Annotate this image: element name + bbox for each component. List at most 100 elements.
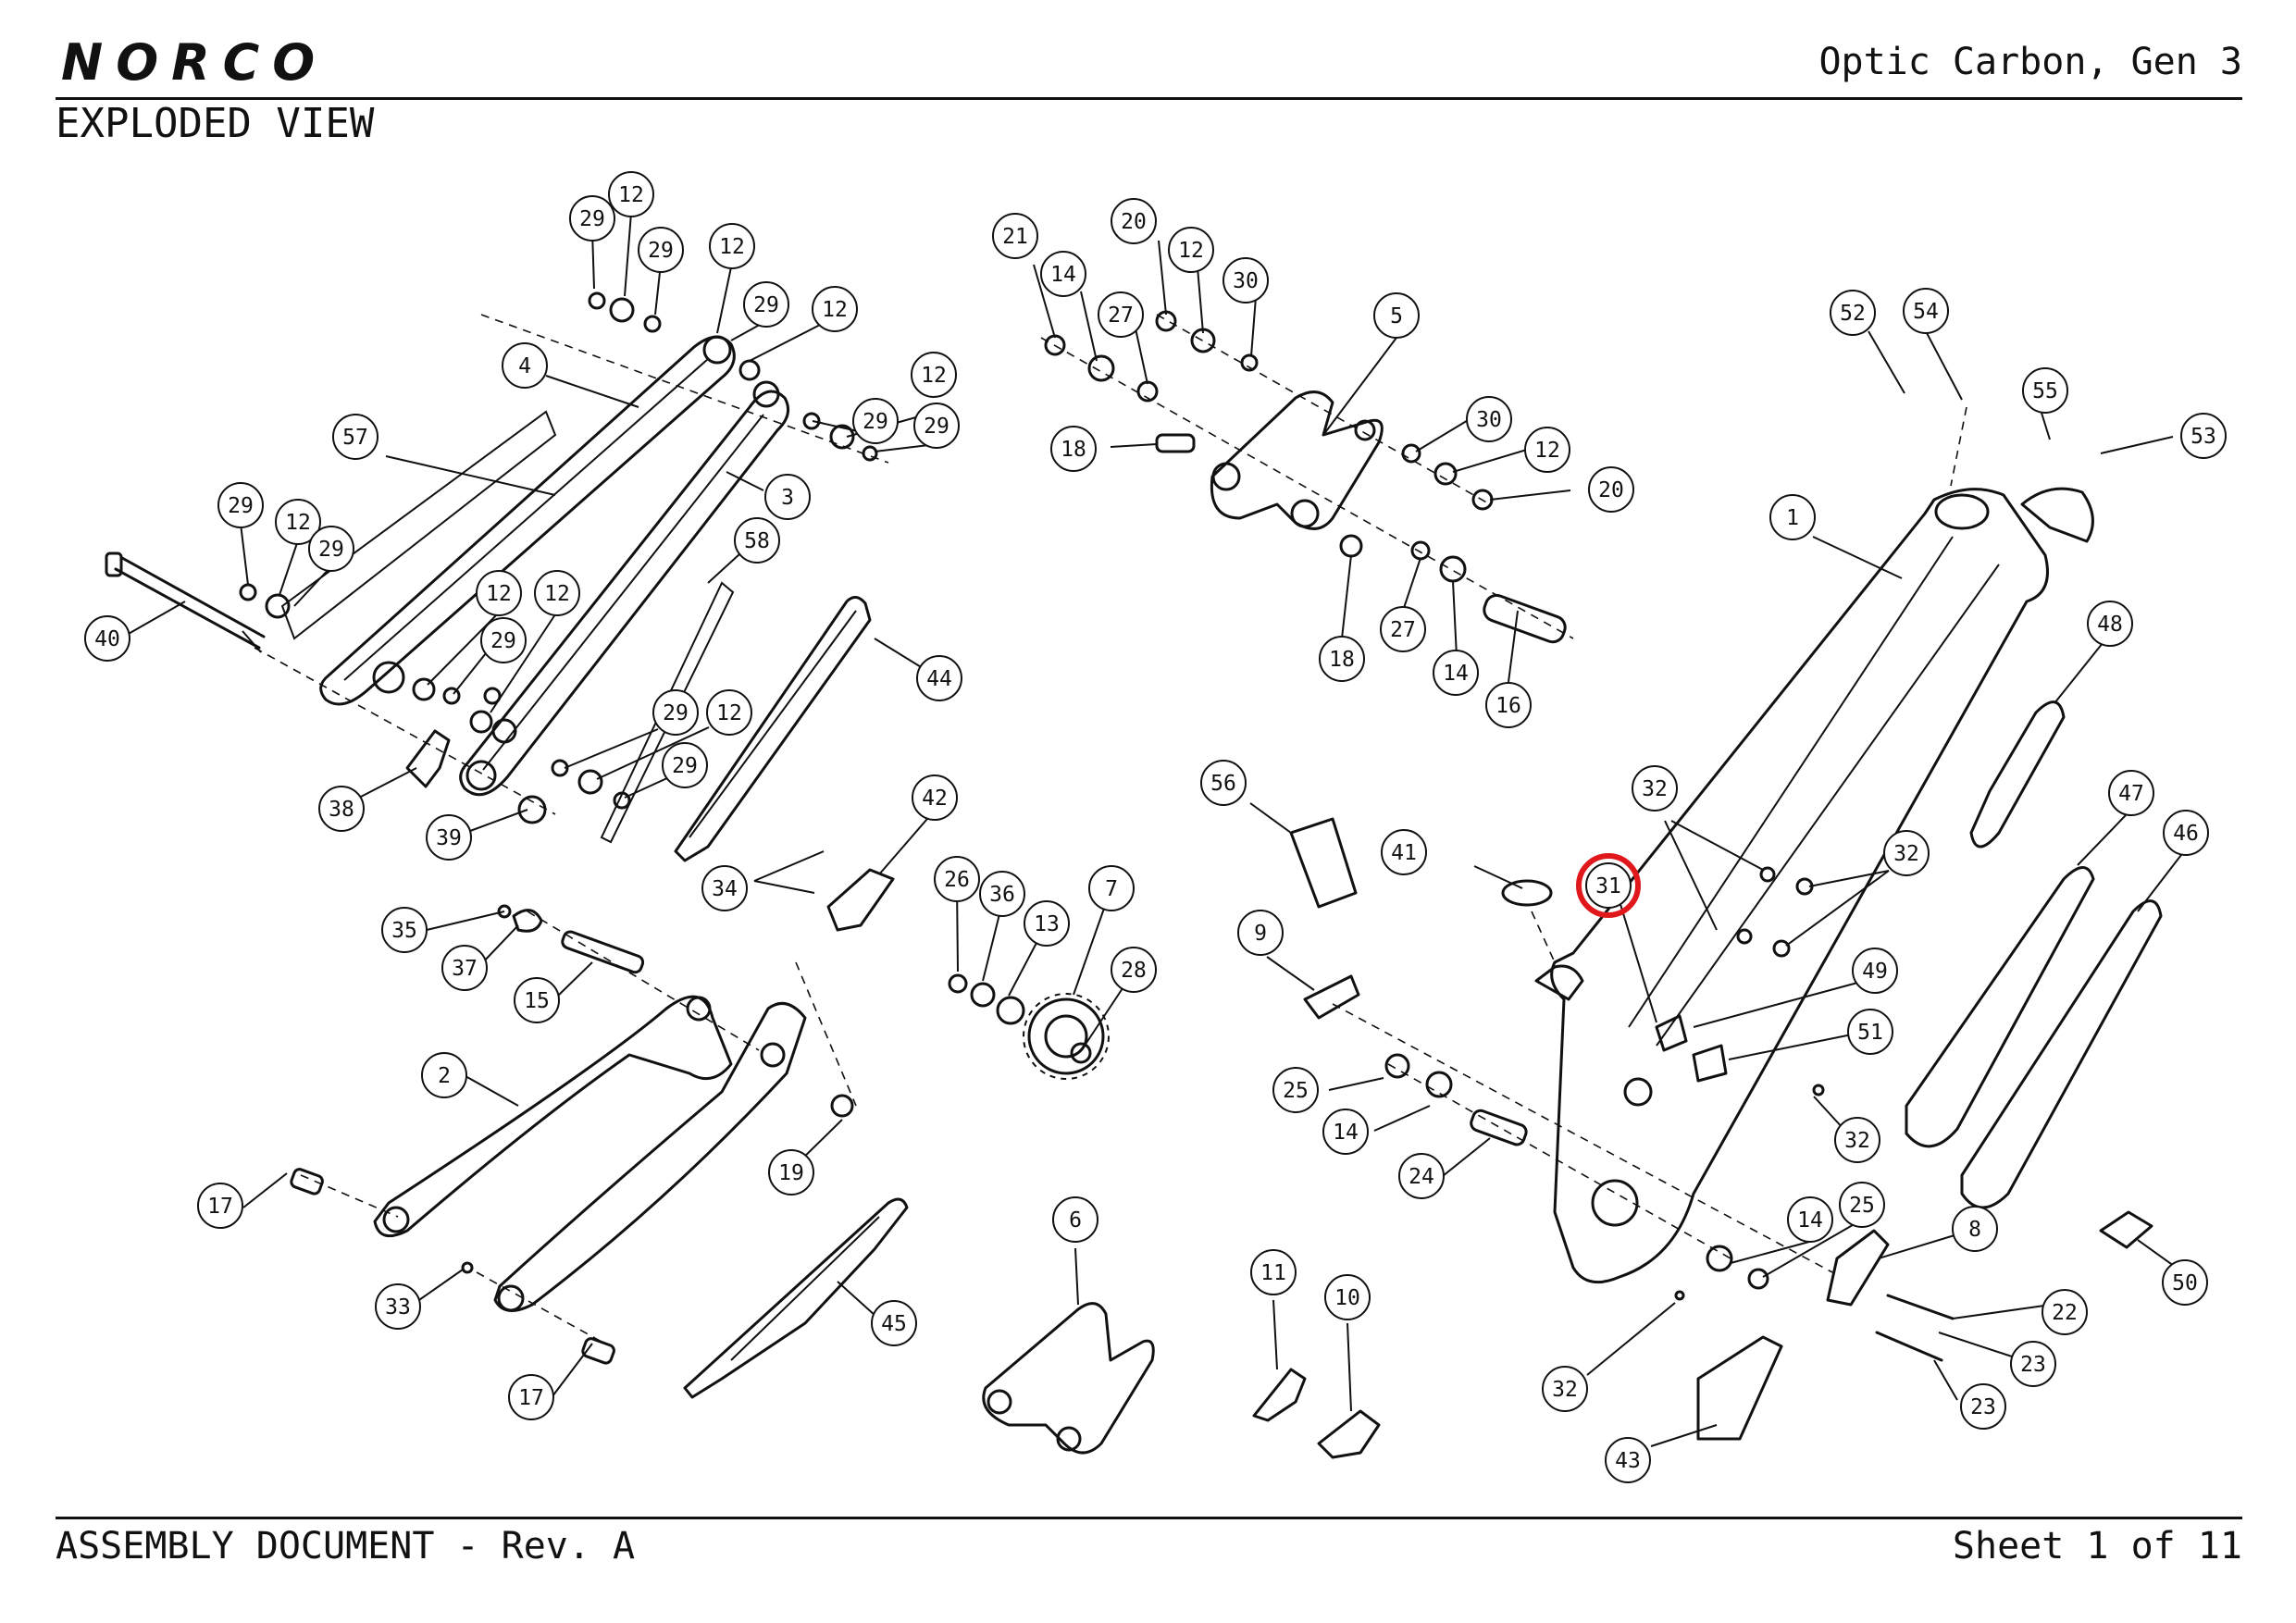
callout-number: 29 — [663, 701, 689, 725]
callout-5: 5 — [1373, 292, 1420, 339]
callout-26: 26 — [934, 856, 980, 902]
callout-circle — [709, 223, 755, 269]
callout-number: 10 — [1334, 1286, 1360, 1310]
callout-36: 36 — [979, 871, 1025, 917]
callout-circle — [1787, 1196, 1833, 1243]
callout-circle — [1952, 1206, 1998, 1252]
callout-circle — [1222, 257, 1269, 304]
callout-33: 33 — [375, 1283, 421, 1330]
callout-circle — [1373, 292, 1420, 339]
callout-number: 36 — [989, 883, 1015, 907]
callout-circle — [1960, 1383, 2006, 1430]
callout-56: 56 — [1200, 760, 1247, 806]
callout-30: 30 — [1466, 396, 1512, 442]
callout-number: 47 — [2118, 782, 2144, 806]
callout-circle — [1485, 682, 1532, 728]
callout-number: 30 — [1476, 408, 1502, 432]
callout-number: 18 — [1061, 438, 1086, 462]
callout-number: 53 — [2191, 425, 2216, 449]
callout-circle — [1769, 494, 1816, 540]
callout-number: 29 — [863, 410, 888, 434]
callout-number: 25 — [1849, 1194, 1875, 1218]
logo-wordmark: NORCO — [61, 37, 328, 85]
callout-number: 12 — [1534, 439, 1560, 463]
callout-circle — [871, 1300, 917, 1346]
callout-number: 55 — [2032, 379, 2058, 403]
callout-16: 16 — [1485, 682, 1532, 728]
callout-12: 12 — [709, 223, 755, 269]
callout-circle — [1319, 636, 1365, 682]
callout-number: 6 — [1069, 1208, 1082, 1233]
callout-29: 29 — [662, 742, 708, 788]
callout-27: 27 — [1098, 291, 1144, 338]
callout-circle — [1088, 865, 1135, 911]
callout-number: 52 — [1840, 302, 1866, 326]
callout-12: 12 — [812, 286, 858, 332]
highlight-ring-31 — [1576, 853, 1641, 918]
callout-8: 8 — [1952, 1206, 1998, 1252]
callout-18: 18 — [1050, 426, 1097, 472]
frame-sticker-57 — [280, 410, 557, 640]
callout-number: 14 — [1797, 1208, 1823, 1233]
callout-circle — [514, 977, 560, 1023]
callout-23: 23 — [2010, 1341, 2056, 1387]
callout-21: 21 — [992, 213, 1038, 259]
callout-number: 29 — [924, 415, 949, 439]
callout-number: 12 — [719, 235, 745, 259]
callout-48: 48 — [2087, 601, 2133, 647]
callout-12: 12 — [1168, 227, 1214, 273]
leader-lines — [126, 212, 2185, 1447]
callout-circle — [1250, 1249, 1297, 1295]
callout-number: 44 — [926, 667, 952, 691]
callout-44: 44 — [916, 655, 962, 701]
callout-circle — [1903, 288, 1949, 334]
callout-circle — [1168, 227, 1214, 273]
callout-circle — [1322, 1109, 1369, 1155]
callout-circle — [652, 689, 699, 736]
callout-number: 32 — [1552, 1378, 1578, 1402]
callout-number: 49 — [1862, 960, 1888, 984]
callout-18: 18 — [1319, 636, 1365, 682]
callout-circle — [1380, 606, 1426, 652]
seat-stay-left-drawing — [319, 335, 761, 706]
callout-circle — [608, 171, 654, 217]
callout-circle — [1847, 1009, 1893, 1055]
footer-divider — [56, 1517, 2242, 1519]
callout-number: 1 — [1786, 506, 1799, 530]
callout-number: 56 — [1210, 772, 1236, 796]
callout-19: 19 — [768, 1149, 814, 1196]
callout-17: 17 — [508, 1374, 554, 1420]
callout-29: 29 — [569, 195, 615, 242]
callout-circle — [2180, 413, 2227, 459]
callout-number: 9 — [1254, 922, 1267, 946]
callout-circle — [1324, 1274, 1371, 1320]
links-drawing — [982, 1302, 1381, 1459]
callout-number: 22 — [2052, 1301, 2078, 1325]
rear-axle-drawing — [105, 551, 266, 653]
callout-number: 57 — [342, 426, 368, 450]
callout-13: 13 — [1024, 900, 1070, 947]
rocker-hardware — [1044, 310, 1567, 644]
callout-number: 11 — [1260, 1261, 1286, 1285]
callout-number: 27 — [1108, 304, 1134, 328]
callout-circle — [1237, 910, 1284, 956]
callout-number: 35 — [391, 919, 417, 943]
callout-number: 23 — [2020, 1353, 2046, 1377]
callout-number: 40 — [94, 627, 120, 651]
callout-12: 12 — [608, 171, 654, 217]
callout-number: 38 — [329, 798, 354, 822]
callout-46: 46 — [2163, 810, 2209, 856]
callout-47: 47 — [2108, 770, 2154, 816]
callout-circle — [1098, 291, 1144, 338]
callout-circle — [662, 742, 708, 788]
callout-circle — [2162, 1259, 2208, 1306]
callout-circle — [1605, 1437, 1651, 1483]
callout-circle — [84, 615, 130, 662]
callout-45: 45 — [871, 1300, 917, 1346]
callout-number: 43 — [1615, 1449, 1641, 1473]
callout-number: 14 — [1050, 263, 1076, 287]
callout-circle — [332, 414, 379, 460]
callout-32: 32 — [1883, 830, 1930, 876]
view-title: EXPLODED VIEW — [56, 100, 375, 147]
callout-number: 14 — [1333, 1121, 1359, 1145]
